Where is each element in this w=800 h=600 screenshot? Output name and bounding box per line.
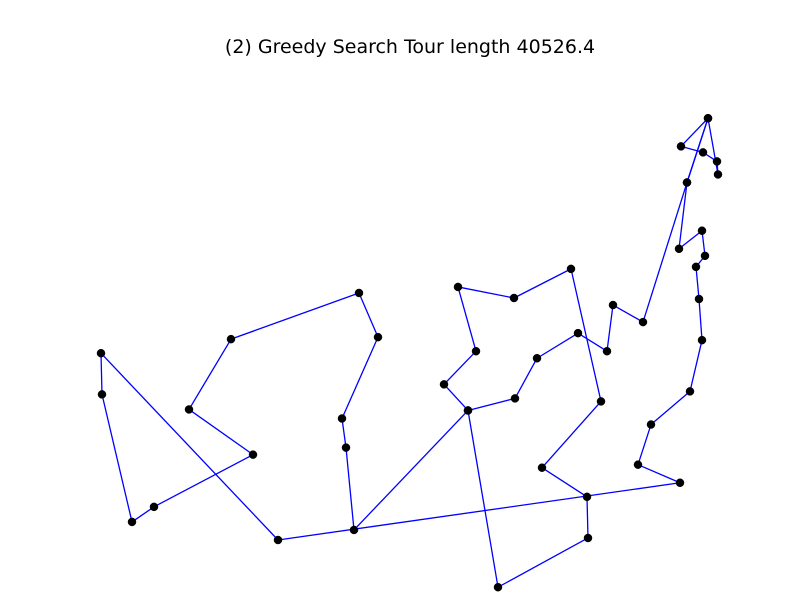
city-point [354, 288, 364, 298]
city-point [646, 420, 656, 429]
tour-edges [100, 117, 719, 588]
city-point [602, 346, 612, 356]
city-point [582, 492, 592, 502]
city-point [700, 251, 710, 261]
tour-edge [131, 506, 155, 523]
city-points [96, 113, 723, 592]
city-point [532, 353, 542, 363]
city-point [596, 397, 606, 406]
tour-edge [637, 464, 681, 484]
city-point [349, 525, 359, 535]
city-point [471, 346, 481, 356]
tour-edge [443, 383, 469, 411]
city-point [712, 157, 722, 166]
city-point [694, 294, 704, 304]
city-point [638, 317, 648, 327]
tour-edge [678, 182, 688, 249]
city-point [184, 405, 194, 414]
tour-edge [541, 400, 602, 469]
tour-edge [642, 182, 688, 323]
tour-edge [467, 397, 516, 412]
city-point [510, 394, 520, 403]
tour-edge [100, 352, 279, 541]
tour-edge [443, 350, 477, 385]
city-point [608, 300, 618, 310]
tour-edge [689, 340, 703, 392]
tour-edge [570, 268, 602, 402]
city-point [248, 450, 258, 459]
city-point [373, 332, 383, 342]
tour-edge [497, 537, 589, 588]
city-point [439, 380, 449, 389]
tour-edge [353, 410, 469, 531]
city-point [96, 348, 106, 358]
city-point [697, 226, 707, 235]
city-point [583, 533, 593, 543]
tour-edge [467, 410, 499, 588]
city-point [337, 414, 347, 423]
tour-edge [612, 304, 644, 323]
city-point [453, 282, 463, 292]
tour-edge [513, 268, 572, 299]
tour-edge [686, 118, 709, 183]
city-point [682, 178, 692, 187]
tour-edge [101, 394, 133, 523]
tour-edge [586, 496, 589, 539]
tour-edge [707, 118, 719, 175]
tour-edge [637, 424, 652, 465]
city-point [127, 517, 137, 527]
tour-edge [100, 353, 103, 395]
tour-edge [678, 230, 703, 250]
tour-edge [541, 467, 588, 498]
city-point [273, 535, 283, 545]
city-point [713, 170, 723, 179]
city-point [463, 406, 473, 415]
tour-edge [188, 408, 254, 456]
tour-edge [577, 332, 608, 352]
city-point [341, 443, 351, 452]
tour-edge [341, 336, 379, 419]
city-point [633, 460, 643, 469]
tour-edge [457, 286, 515, 299]
tour-edge [277, 482, 681, 541]
tour-edge [680, 117, 709, 147]
tour-edge [650, 390, 691, 426]
tour-edge [345, 447, 355, 531]
tour-edge [514, 357, 538, 399]
tour-edge [536, 332, 579, 359]
city-point [676, 142, 686, 151]
city-point [226, 334, 236, 344]
city-point [149, 502, 159, 512]
city-point [674, 244, 684, 254]
city-point [566, 264, 576, 274]
city-point [675, 478, 685, 488]
tour-edge [153, 454, 254, 508]
tour-edge [606, 304, 614, 352]
city-point [697, 335, 707, 345]
city-point [703, 113, 713, 123]
tour-edge [230, 292, 360, 340]
tour-edge [698, 298, 703, 341]
tour-edge [188, 338, 232, 410]
city-point [691, 262, 701, 272]
tour-edge [358, 292, 379, 338]
tour-edge [457, 286, 477, 352]
city-point [685, 387, 695, 396]
city-point [698, 148, 708, 157]
city-point [573, 328, 583, 338]
city-point [97, 390, 107, 399]
city-point [493, 582, 503, 592]
city-point [537, 463, 547, 472]
tour-edge [341, 418, 347, 448]
city-point [509, 293, 519, 303]
chart-title: (2) Greedy Search Tour length 40526.4 [225, 36, 595, 58]
tour-edge [695, 266, 700, 300]
